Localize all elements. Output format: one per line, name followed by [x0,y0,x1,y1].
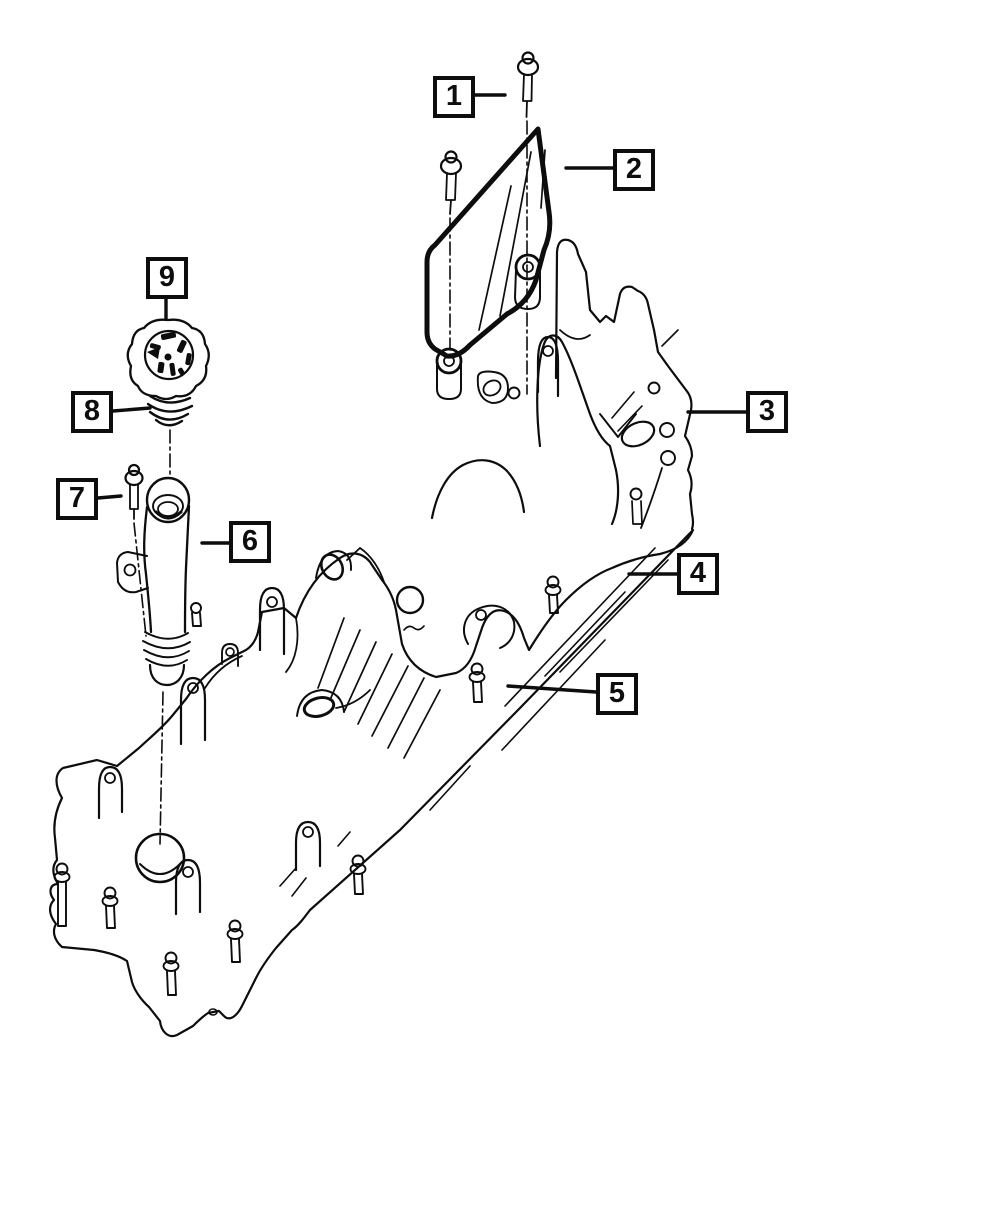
callout-box-4[interactable]: 4 [677,553,719,595]
callout-label-3: 3 [758,394,776,427]
callout-box-8[interactable]: 8 [71,391,113,433]
callout-box-3[interactable]: 3 [746,391,788,433]
callout-label-9: 9 [158,260,176,293]
callout-box-1[interactable]: 1 [433,76,475,118]
upper-manifold-3-icon [554,238,695,531]
stud-bolts [53,575,562,996]
callout-label-1: 1 [445,79,463,112]
leader-lines [96,93,748,694]
filler-tube-6-icon [116,476,191,687]
callout-label-4: 4 [689,556,707,589]
streak-lines [279,547,669,897]
leader-line-8 [111,406,152,413]
manifold-body-4-5-icon [49,334,695,1038]
hatch-shading [317,617,441,759]
callout-box-7[interactable]: 7 [56,478,98,520]
callout-box-6[interactable]: 6 [229,521,271,563]
cap-seal-8-icon [146,394,194,475]
cap-arrow-markings [147,331,192,376]
callout-box-5[interactable]: 5 [596,673,638,715]
callout-box-2[interactable]: 2 [613,149,655,191]
bolt-7-icon [124,463,147,637]
filler-cap-9-icon [126,318,210,401]
leader-line-7 [96,494,123,500]
callout-label-8: 8 [83,394,101,427]
leader-line-5 [506,684,598,694]
callout-label-6: 6 [241,524,259,557]
callout-label-7: 7 [68,481,86,514]
callout-box-9[interactable]: 9 [146,257,188,299]
callout-label-5: 5 [608,676,626,709]
callout-label-2: 2 [625,152,643,185]
bolt-1-icon [439,51,540,395]
gasket-2-icon [424,126,553,400]
